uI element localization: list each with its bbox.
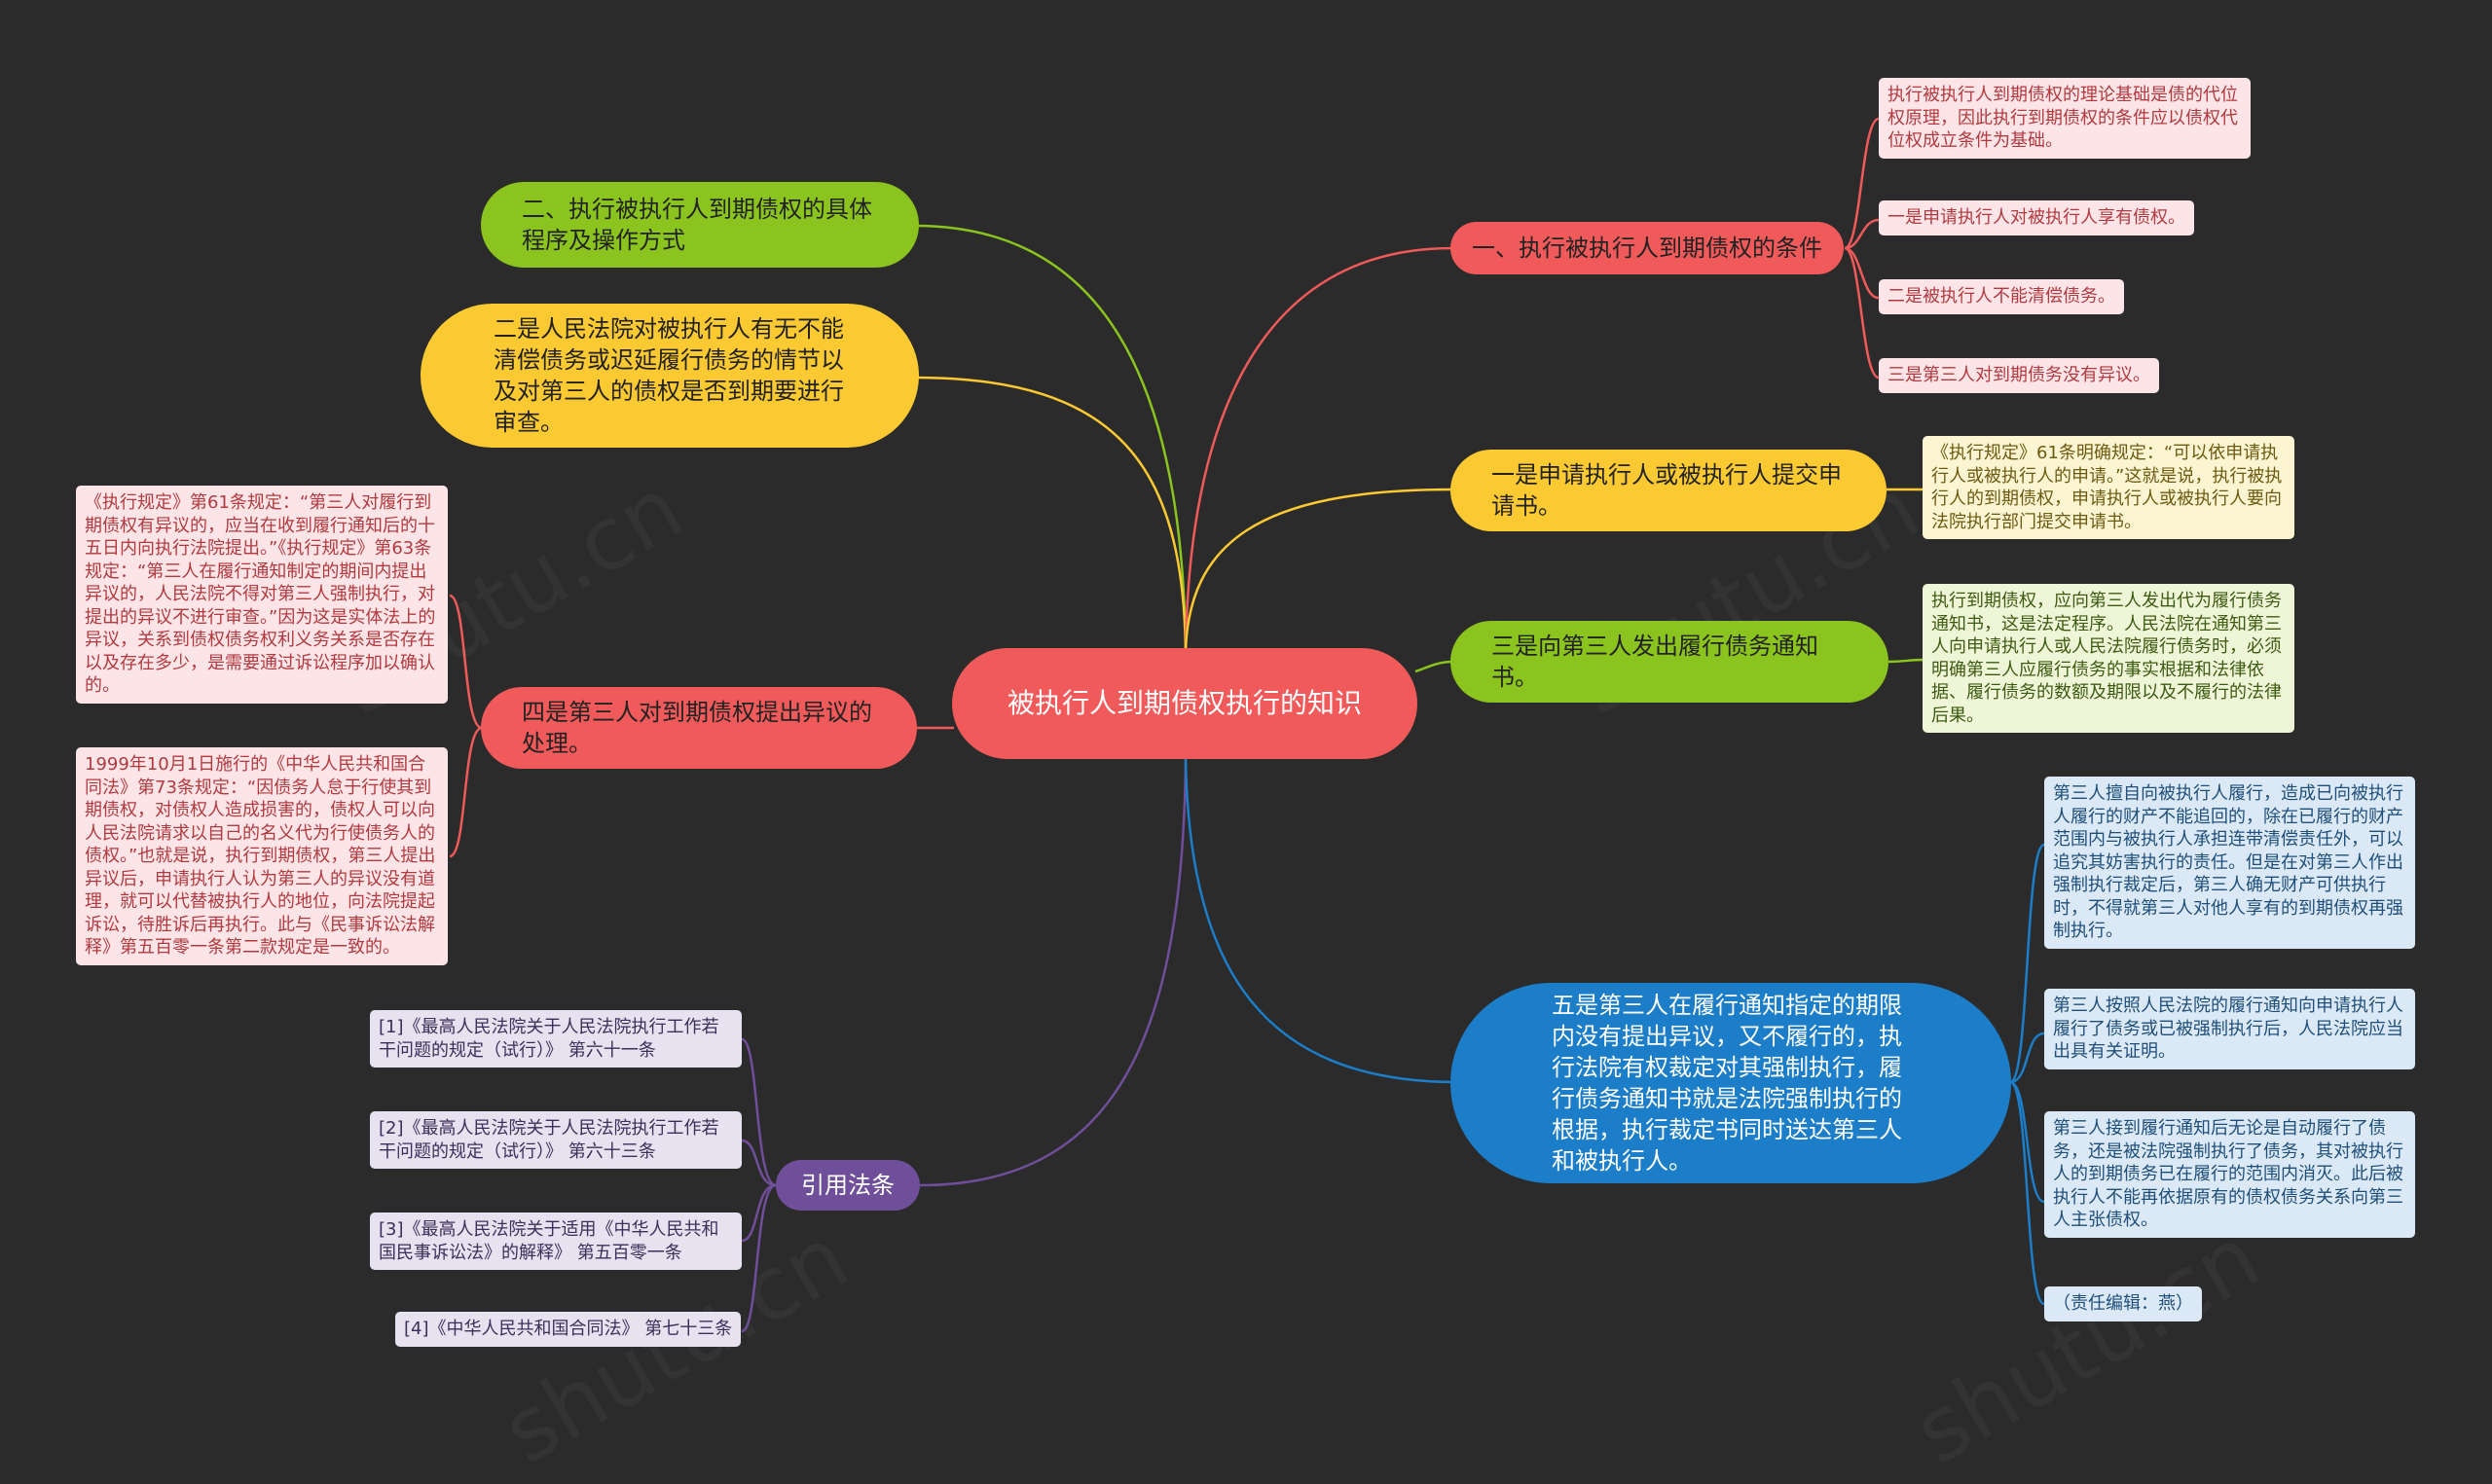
leaf-cond-3: 三是第三人对到期债务没有异议。 (1879, 358, 2159, 393)
root-node[interactable]: 被执行人到期债权执行的知识 (952, 648, 1417, 759)
leaf-notice-detail: 执行到期债权，应向第三人发出代为履行债务通知书，这是法定程序。人民法院在通知第三… (1923, 584, 2294, 733)
edge-root-procedure (914, 224, 1188, 651)
branch-no-objection-label: 五是第三人在履行通知指定的期限内没有提出异议，又不履行的，执行法院有权裁定对其强… (1552, 992, 1902, 1175)
leaf-editor: （责任编辑：燕） (2044, 1286, 2202, 1321)
leaf-cond-1: 一是申请执行人对被执行人享有债权。 (1879, 200, 2194, 235)
root-label: 被执行人到期债权执行的知识 (1007, 687, 1362, 719)
branch-objection-label: 四是第三人对到期债权提出异议的处理。 (522, 699, 872, 757)
branch-procedure[interactable]: 二、执行被执行人到期债权的具体程序及操作方式 (481, 182, 919, 268)
leaf-five-1: 第三人擅自向被执行人履行，造成已向被执行人履行的财产不能追回的，除在已履行的财产… (2044, 777, 2415, 949)
branch-no-objection[interactable]: 五是第三人在履行通知指定的期限内没有提出异议，又不履行的，执行法院有权裁定对其强… (1450, 983, 2011, 1183)
edge-root-citations (919, 758, 1188, 1187)
leaf-apply-detail: 《执行规定》61条明确规定：“可以依申请执行人或被执行人的申请。”这就是说，执行… (1923, 436, 2294, 539)
branch-procedure-label: 二、执行被执行人到期债权的具体程序及操作方式 (522, 196, 872, 254)
branch-conditions[interactable]: 一、执行被执行人到期债权的条件 (1450, 222, 1844, 274)
branch-conditions-label: 一、执行被执行人到期债权的条件 (1472, 235, 1822, 262)
edge-root-conditions (1184, 246, 1453, 651)
edge-root-notice (1414, 660, 1453, 673)
branch-court-review-label: 二是人民法院对被执行人有无不能清偿债务或迟延履行债务的情节以及对第三人的债权是否… (494, 315, 844, 436)
leaf-objection-1: 《执行规定》第61条规定：“第三人对履行到期债权有异议的，应当在收到履行通知后的… (76, 486, 448, 704)
branch-objection[interactable]: 四是第三人对到期债权提出异议的处理。 (481, 687, 917, 769)
leaf-cite-1[interactable]: [1]《最高人民法院关于人民法院执行工作若干问题的规定（试行）》 第六十一条 (370, 1010, 742, 1068)
edge-root-court-review (914, 376, 1188, 651)
leaf-objection-2: 1999年10月1日施行的《中华人民共和国合同法》第73条规定：“因债务人怠于行… (76, 747, 448, 965)
leaf-five-2: 第三人按照人民法院的履行通知向申请执行人履行了债务或已被强制执行后，人民法院应当… (2044, 989, 2415, 1069)
branch-notice-label: 三是向第三人发出履行债务通知书。 (1491, 633, 1818, 691)
leaf-five-3: 第三人接到履行通知后无论是自动履行了债务，还是被法院强制执行了债务，其对被执行人… (2044, 1111, 2415, 1238)
leaf-cite-3[interactable]: [3]《最高人民法院关于适用《中华人民共和国民事诉讼法》的解释》 第五百零一条 (370, 1213, 742, 1270)
edge-root-no-objection (1184, 758, 1453, 1084)
leaf-cond-2: 二是被执行人不能清偿债务。 (1879, 279, 2124, 314)
leaf-cite-4[interactable]: [4]《中华人民共和国合同法》 第七十三条 (395, 1312, 742, 1347)
leaf-cite-2[interactable]: [2]《最高人民法院关于人民法院执行工作若干问题的规定（试行）》 第六十三条 (370, 1111, 742, 1169)
branch-citations-label: 引用法条 (801, 1172, 895, 1199)
branch-notice[interactable]: 三是向第三人发出履行债务通知书。 (1450, 621, 1888, 703)
branch-court-review[interactable]: 二是人民法院对被执行人有无不能清偿债务或迟延履行债务的情节以及对第三人的债权是否… (421, 304, 919, 448)
edge-root-apply (1184, 488, 1453, 651)
leaf-cond-theory: 执行被执行人到期债权的理论基础是债的代位权原理，因此执行到期债权的条件应以债权代… (1879, 78, 2251, 159)
branch-apply-label: 一是申请执行人或被执行人提交申请书。 (1491, 461, 1842, 520)
connector-lines (449, 117, 2045, 1333)
branch-citations[interactable]: 引用法条 (776, 1160, 920, 1211)
branch-apply[interactable]: 一是申请执行人或被执行人提交申请书。 (1450, 450, 1887, 531)
